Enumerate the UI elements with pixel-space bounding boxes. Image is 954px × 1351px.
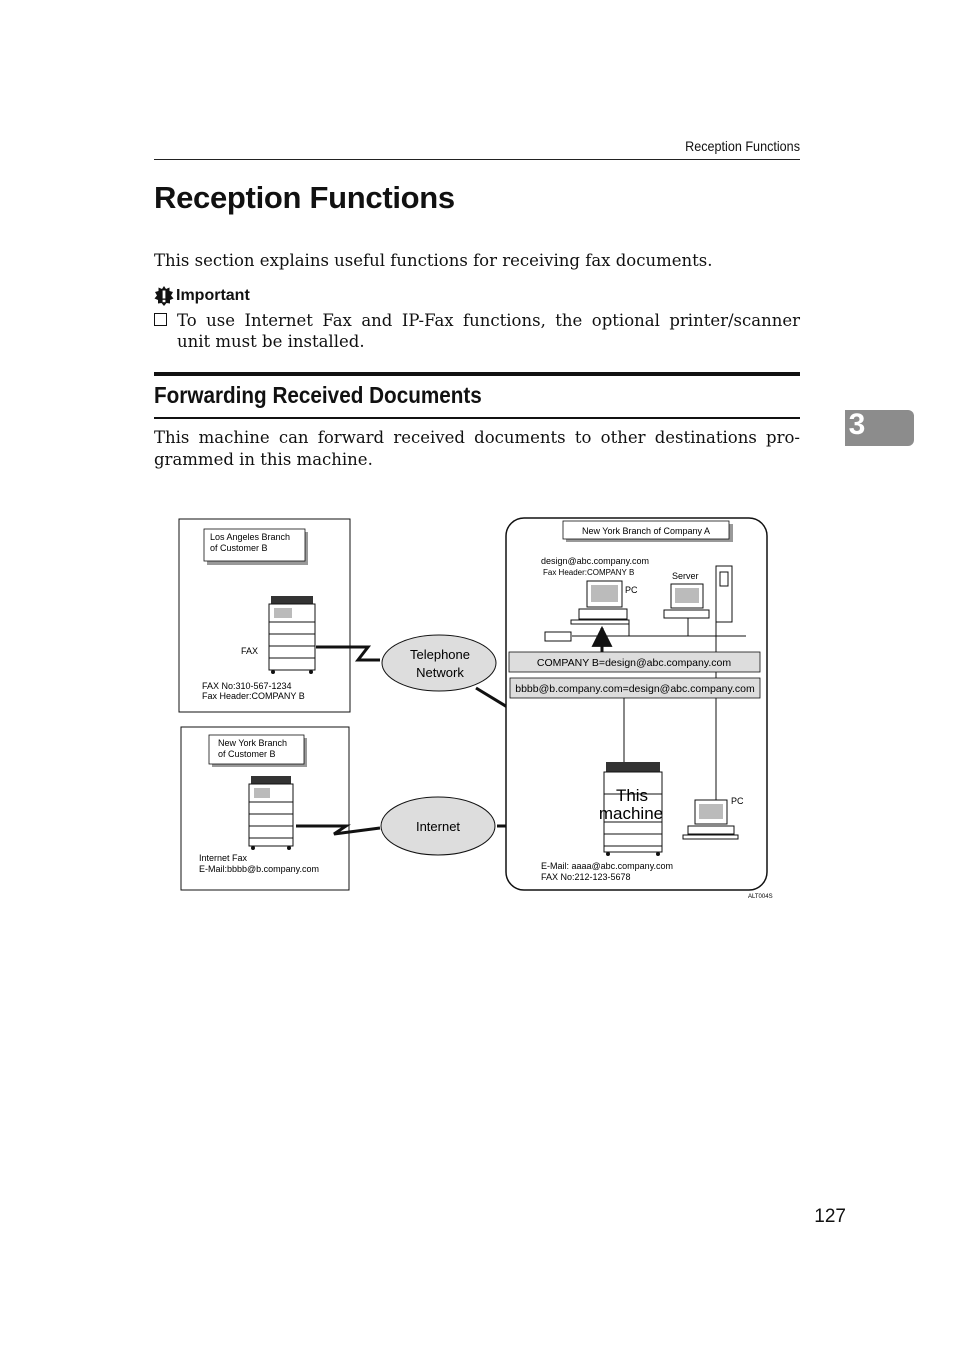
ny-customer-box: New York Branch of Customer B Internet F…	[180, 726, 350, 891]
chapter-number: 3	[848, 408, 866, 441]
section-title: Forwarding Received Documents	[154, 382, 482, 408]
ny-customer-internet-fax: Internet Fax	[199, 853, 248, 863]
pc2-label: PC	[731, 796, 744, 806]
la-label-line2: of Customer B	[210, 543, 268, 553]
important-heading: Important	[154, 286, 250, 306]
ny-customer-email: E-Mail:bbbb@b.company.com	[199, 864, 319, 874]
section-body: This machine can forward received docume…	[154, 428, 800, 469]
internet-cloud: Internet	[380, 796, 496, 856]
chapter-tab	[845, 410, 914, 446]
figure-code: ALT004S	[748, 894, 773, 900]
forward-rule-1: COMPANY B=design@abc.company.com	[537, 657, 731, 669]
telephone-network-line2: Network	[416, 665, 464, 680]
ny-company-label: New York Branch of Company A	[582, 526, 710, 536]
important-item-text: To use Internet Fax and IP-Fax functions…	[177, 311, 800, 351]
forward-rule-2: bbbb@b.company.com=design@abc.company.co…	[515, 683, 755, 695]
ny-customer-label-line2: of Customer B	[218, 749, 276, 759]
ny-customer-label-line1: New York Branch	[218, 738, 287, 748]
la-fax-number: FAX No:310-567-1234	[202, 681, 292, 691]
this-machine-line1: This	[616, 786, 648, 805]
ny-company-email: design@abc.company.com	[541, 556, 649, 566]
this-machine-email: E-Mail: aaaa@abc.company.com	[541, 861, 673, 871]
la-fax-header: Fax Header:COMPANY B	[202, 691, 305, 701]
server-label: Server	[672, 571, 699, 581]
running-header: Reception Functions	[685, 138, 800, 154]
server-icon	[663, 565, 733, 623]
this-machine-icon	[603, 762, 663, 856]
important-label: Important	[176, 287, 250, 304]
intro-paragraph: This section explains useful functions f…	[154, 251, 713, 270]
internet-label: Internet	[416, 819, 460, 834]
la-fax-label: FAX	[241, 646, 258, 656]
this-machine-fax: FAX No:212-123-5678	[541, 872, 631, 882]
important-icon	[154, 286, 174, 306]
section-rule-top	[154, 372, 800, 376]
telephone-network-line1: Telephone	[410, 647, 470, 662]
pc-icon	[570, 580, 630, 625]
la-branch-box: Los Angeles Branch of Customer B FAX FAX…	[178, 518, 351, 713]
ny-company-fax-header: Fax Header:COMPANY B	[543, 568, 634, 577]
telephone-network: Telephone Network	[381, 634, 497, 692]
this-machine-line2: machine	[599, 804, 663, 823]
page-number: 127	[814, 1206, 846, 1227]
pc2-icon	[682, 799, 739, 840]
important-item: To use Internet Fax and IP-Fax functions…	[154, 310, 800, 352]
page-title: Reception Functions	[154, 180, 455, 215]
la-label-line1: Los Angeles Branch	[210, 532, 290, 542]
pc-label: PC	[625, 585, 638, 595]
ny-company-box: New York Branch of Company A design@abc.…	[505, 517, 768, 891]
fax-machine-icon	[268, 596, 316, 674]
section-rule-bottom	[154, 417, 800, 419]
checkbox-bullet-icon	[154, 313, 167, 326]
header-rule	[154, 159, 800, 160]
internet-fax-machine-icon	[248, 776, 294, 850]
